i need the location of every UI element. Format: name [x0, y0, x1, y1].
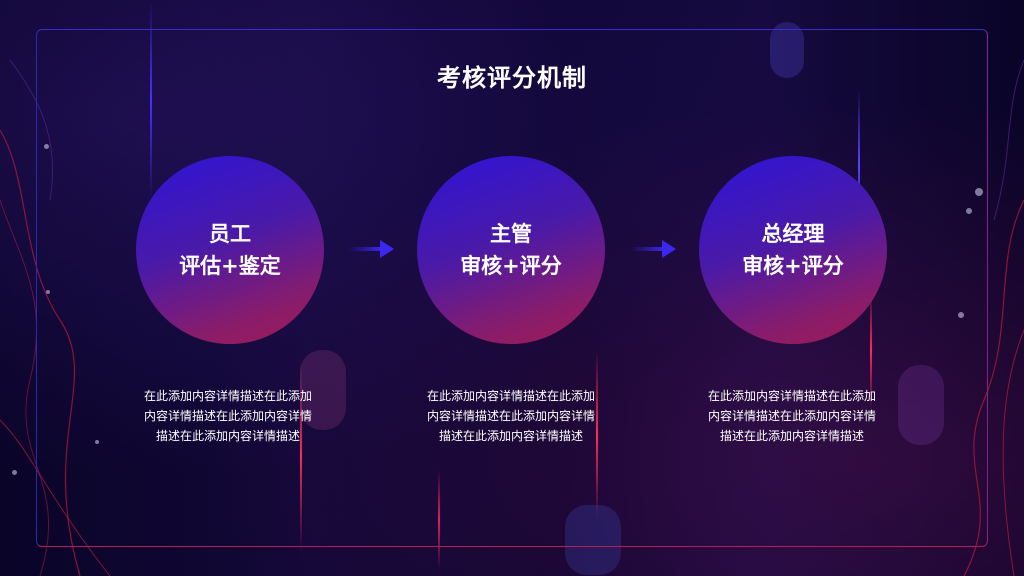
sparkle-dot: [95, 440, 99, 444]
sparkle-dot: [46, 290, 50, 294]
step-circle-general-manager: 总经理 审核+评分: [699, 156, 887, 344]
light-streak: [858, 90, 860, 240]
glow-pill: [898, 365, 944, 445]
step-description: 在此添加内容详情描述在此添加内容详情描述在此添加内容详情描述在此添加内容详情描述: [426, 389, 595, 443]
sparkle-dot: [975, 188, 983, 196]
glow-pill: [300, 350, 346, 430]
glow-pill: [770, 22, 804, 78]
step-title: 主管: [490, 222, 532, 246]
right-arrow-icon: [630, 240, 676, 258]
light-streak: [438, 470, 440, 570]
step-title: 总经理: [761, 222, 825, 246]
light-streak: [150, 0, 152, 200]
step-subtitle: 审核+评分: [460, 254, 562, 278]
sparkle-dot: [958, 312, 964, 318]
corner-vein-right: [963, 59, 1024, 576]
light-streak: [870, 290, 872, 410]
step-subtitle: 评估+鉴定: [179, 254, 281, 278]
step-circle-employee: 员工 评估+鉴定: [136, 156, 324, 344]
sparkle-dot: [966, 208, 972, 214]
step-circle-supervisor: 主管 审核+评分: [417, 156, 605, 344]
step-description: 在此添加内容详情描述在此添加内容详情描述在此添加内容详情描述在此添加内容详情描述: [707, 389, 876, 443]
light-streak: [596, 350, 598, 520]
step-subtitle: 审核+评分: [742, 254, 844, 278]
slide-frame: [36, 29, 988, 547]
sparkle-dot: [12, 470, 17, 475]
slide-title: 考核评分机制: [437, 64, 587, 92]
corner-vein-left: [0, 59, 111, 576]
step-title: 员工: [209, 222, 251, 246]
glow-pill: [565, 505, 621, 575]
right-arrow-icon: [348, 240, 394, 258]
step-description: 在此添加内容详情描述在此添加内容详情描述在此添加内容详情描述在此添加内容详情描述: [143, 389, 312, 443]
sparkle-dot: [44, 144, 49, 149]
light-streak: [300, 360, 302, 550]
